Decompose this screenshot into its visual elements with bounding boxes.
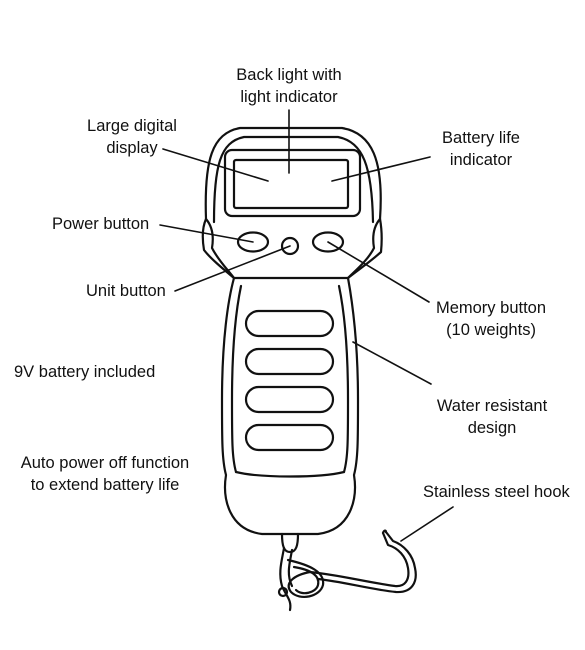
display-frame [223, 148, 362, 218]
grip-bar-2 [244, 347, 335, 376]
grip-bar-3 [244, 385, 335, 414]
scale-head-outline [201, 126, 383, 280]
label-battery-included-line1: 9V battery included [14, 363, 156, 381]
label-memory-button-line2: (10 weights) [446, 321, 536, 339]
label-battery-indicator: Battery life indicator [416, 127, 546, 171]
label-auto-power-off-line1: Auto power off function [20, 454, 190, 472]
hook-ring [286, 558, 325, 598]
handle-outline [220, 276, 360, 536]
label-large-display-line2: display [106, 139, 158, 157]
label-back-light-line2: light indicator [240, 88, 338, 106]
label-auto-power-off: Auto power off function to extend batter… [6, 452, 204, 496]
power-button [236, 231, 270, 253]
label-water-resistant: Water resistant design [424, 395, 560, 439]
leader-steel-hook [400, 506, 454, 542]
label-steel-hook: Stainless steel hook [423, 481, 570, 503]
label-auto-power-off-line2: to extend battery life [30, 476, 180, 494]
label-unit-button-line1: Unit button [86, 282, 166, 300]
unit-button [280, 236, 300, 256]
handle-bottom-boss [280, 532, 300, 554]
display-screen [232, 158, 350, 210]
label-water-resistant-line1: Water resistant [436, 397, 548, 415]
label-back-light: Back light with light indicator [214, 64, 364, 108]
leader-water-resistant [352, 341, 432, 385]
grip-bar-4 [244, 423, 335, 452]
label-large-display-line1: Large digital [87, 117, 177, 135]
label-power-button: Power button [52, 213, 149, 235]
label-large-display: Large digital display [68, 115, 196, 159]
leader-power-button [159, 224, 254, 243]
memory-button [311, 231, 345, 253]
label-battery-included: 9V battery included [14, 361, 155, 383]
leader-memory-button [327, 241, 430, 303]
label-power-button-line1: Power button [52, 215, 150, 233]
label-battery-indicator-line1: Battery life [442, 129, 520, 147]
leader-unit-button [174, 245, 291, 292]
handle-inner-outline [230, 284, 243, 474]
scale-head-inner-rim [212, 135, 375, 224]
leader-battery-indicator [331, 156, 431, 182]
label-water-resistant-line2: design [467, 419, 517, 437]
label-back-light-line1: Back light with [236, 66, 342, 84]
label-memory-button-line1: Memory button [435, 299, 547, 317]
label-battery-indicator-line2: indicator [449, 151, 513, 169]
lanyard [279, 546, 294, 612]
grip-bar-1 [244, 309, 335, 338]
label-unit-button: Unit button [86, 280, 166, 302]
right-bumper [346, 217, 382, 280]
leader-large-display [162, 148, 269, 182]
steel-hook [308, 531, 410, 588]
label-memory-button: Memory button (10 weights) [420, 297, 562, 341]
label-steel-hook-line1: Stainless steel hook [423, 483, 570, 501]
